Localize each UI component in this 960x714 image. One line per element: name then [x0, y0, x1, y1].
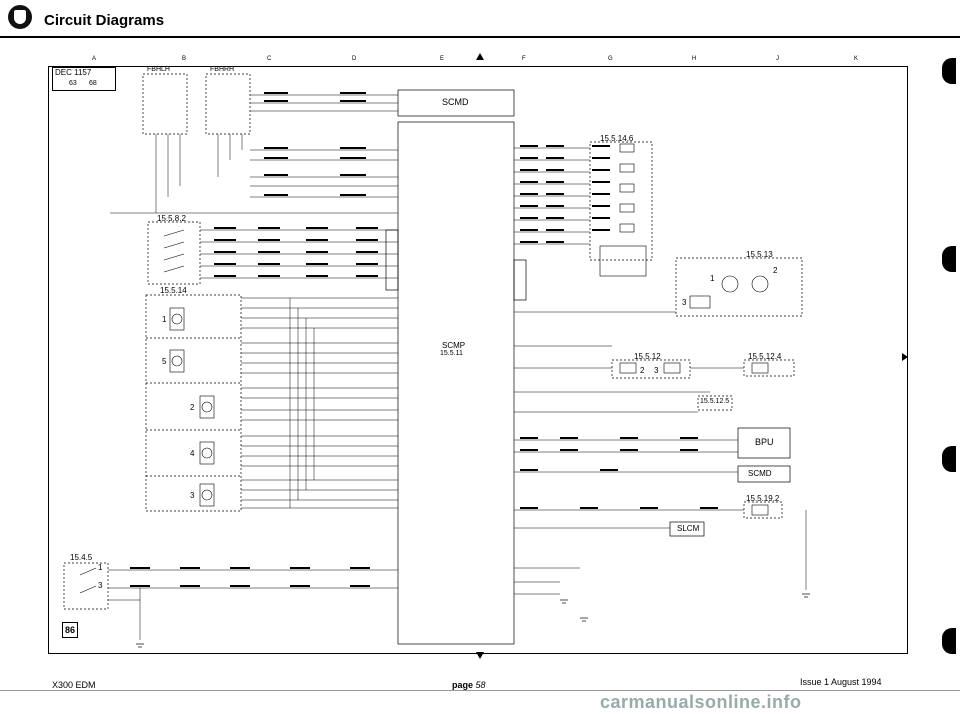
component-number: 1 — [98, 563, 103, 572]
date-stamp-line3: 68 — [89, 80, 97, 87]
component-number: 2 — [190, 403, 195, 412]
page-title: Circuit Diagrams — [44, 12, 165, 29]
ref-label: 15.5.14 — [160, 286, 187, 295]
module-scmd-right-label: SCMD — [748, 469, 772, 478]
ref-label: 15.5.14.6 — [600, 134, 634, 143]
footer-issue: Issue 1 August 1994 — [800, 677, 882, 687]
grid-letter: E — [440, 56, 445, 62]
ref-label: 15.5.8.2 — [157, 214, 186, 223]
component-number: 1 — [710, 274, 715, 283]
grid-letter: D — [352, 56, 357, 62]
module-slcm-label: SLCM — [677, 524, 700, 533]
section-tab-icon — [942, 58, 956, 84]
component-number: 2 — [773, 266, 778, 275]
jaguar-logo-icon — [8, 5, 32, 29]
grid-letter: C — [267, 56, 272, 62]
component-number: 3 — [654, 366, 659, 375]
connector-fbhrh-label: FBHRH — [210, 66, 235, 73]
footer-page-number: 58 — [475, 680, 486, 690]
connector-fbhlh-label: FBHLH — [147, 66, 170, 73]
section-tab-icon — [942, 246, 956, 272]
grid-letter: G — [608, 56, 613, 62]
grid-letter: J — [776, 56, 779, 62]
grid-column-letters: A B C D E F G H J K — [52, 56, 902, 66]
component-number: 3 — [682, 298, 687, 307]
footer-page-label: page — [452, 680, 474, 690]
ref-label: 15.4.5 — [70, 553, 93, 562]
ref-label: 15.5.19.2 — [746, 494, 780, 503]
footer-page: page 58 — [452, 680, 486, 690]
footer-rule — [0, 690, 960, 691]
component-number: 3 — [98, 581, 103, 590]
date-stamp-line2: 63 — [69, 80, 77, 87]
page-reference-box: 86 — [62, 622, 78, 638]
module-scmp-label: SCMP — [442, 341, 466, 350]
module-scmd-label: SCMD — [442, 97, 469, 107]
component-number: 2 — [640, 366, 645, 375]
date-stamp: DEC 1157 63 68 — [52, 67, 116, 91]
grid-letter: B — [182, 56, 187, 62]
date-stamp-date: DEC 1157 — [55, 68, 92, 77]
ref-label: 15.5.13 — [746, 250, 773, 259]
component-number: 3 — [190, 491, 195, 500]
footer: X300 EDM page 58 Issue 1 August 1994 — [0, 677, 960, 714]
component-number: 5 — [162, 357, 167, 366]
section-tab-icon — [942, 628, 956, 654]
component-number: 1 — [162, 315, 167, 324]
footer-doc-name: X300 EDM — [52, 680, 96, 690]
header-rule — [0, 36, 960, 38]
grid-letter: F — [522, 56, 526, 62]
watermark: carmanualsonline.info — [600, 692, 802, 712]
header: Circuit Diagrams — [0, 0, 960, 48]
grid-letter: A — [92, 56, 97, 62]
component-number: 4 — [190, 449, 195, 458]
grid-letter: K — [854, 56, 859, 62]
grid-letter: H — [692, 56, 697, 62]
module-bpu-label: BPU — [755, 437, 774, 447]
ref-label: 15.5.12.4 — [748, 352, 782, 361]
ref-label: 15.5.12.5 — [700, 398, 730, 405]
module-scmp-ref: 15.5.11 — [440, 350, 463, 357]
section-tab-icon — [942, 446, 956, 472]
ref-label: 15.5.12 — [634, 352, 661, 361]
